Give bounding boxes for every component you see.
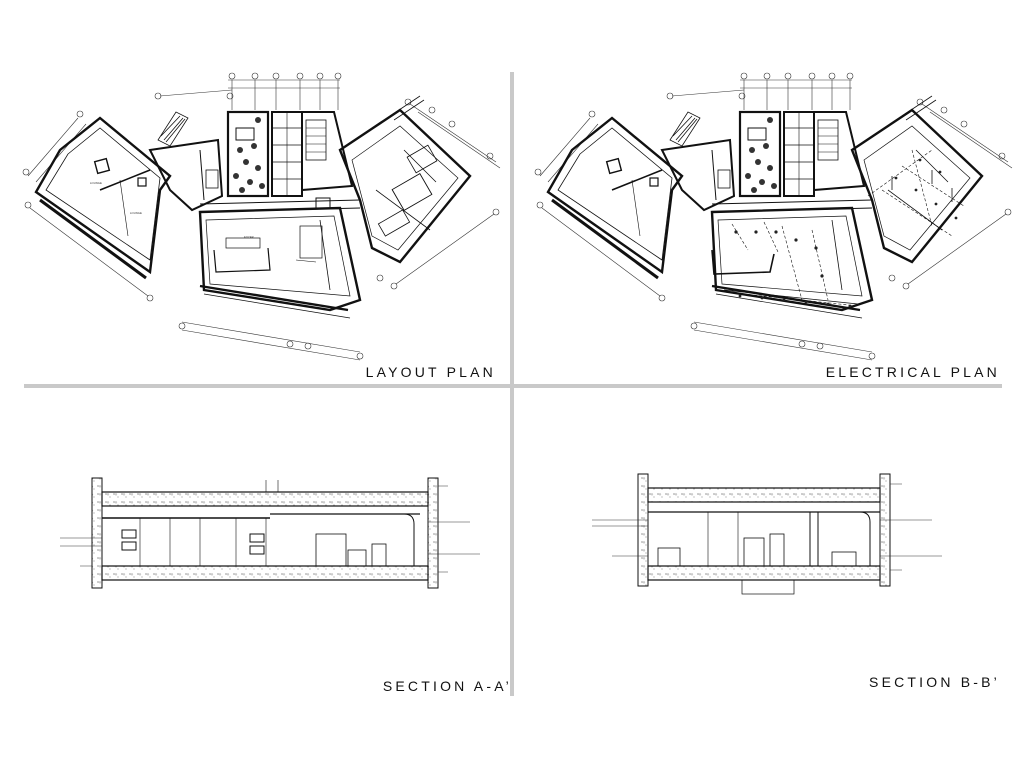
- electrical-circuits: [711, 149, 965, 307]
- section-b-drawing: [592, 473, 942, 595]
- electrical-plan-caption: ELECTRICAL PLAN: [825, 364, 1000, 380]
- svg-text:LOUNGE: LOUNGE: [90, 181, 102, 185]
- svg-text:FOYER: FOYER: [244, 235, 254, 239]
- section-b-caption: SECTION B-B’: [869, 674, 1000, 690]
- electrical-plan-panel: [512, 0, 1024, 384]
- svg-text:LOUNGE: LOUNGE: [130, 211, 142, 215]
- section-a-panel: [0, 388, 512, 696]
- section-a-drawing: [60, 477, 480, 589]
- section-b-panel: [512, 388, 1024, 696]
- layout-plan-caption: LAYOUT PLAN: [365, 364, 496, 380]
- layout-plan-drawing: FOYER LOUNGE LOUNGE: [21, 71, 502, 362]
- layout-furniture: [213, 144, 438, 273]
- electrical-fixtures: [734, 158, 958, 308]
- electrical-plan-drawing: [533, 71, 1014, 362]
- layout-plan-panel: FOYER LOUNGE LOUNGE: [0, 0, 512, 384]
- horizontal-divider: [24, 384, 1002, 388]
- section-a-caption: SECTION A-A’: [382, 678, 512, 694]
